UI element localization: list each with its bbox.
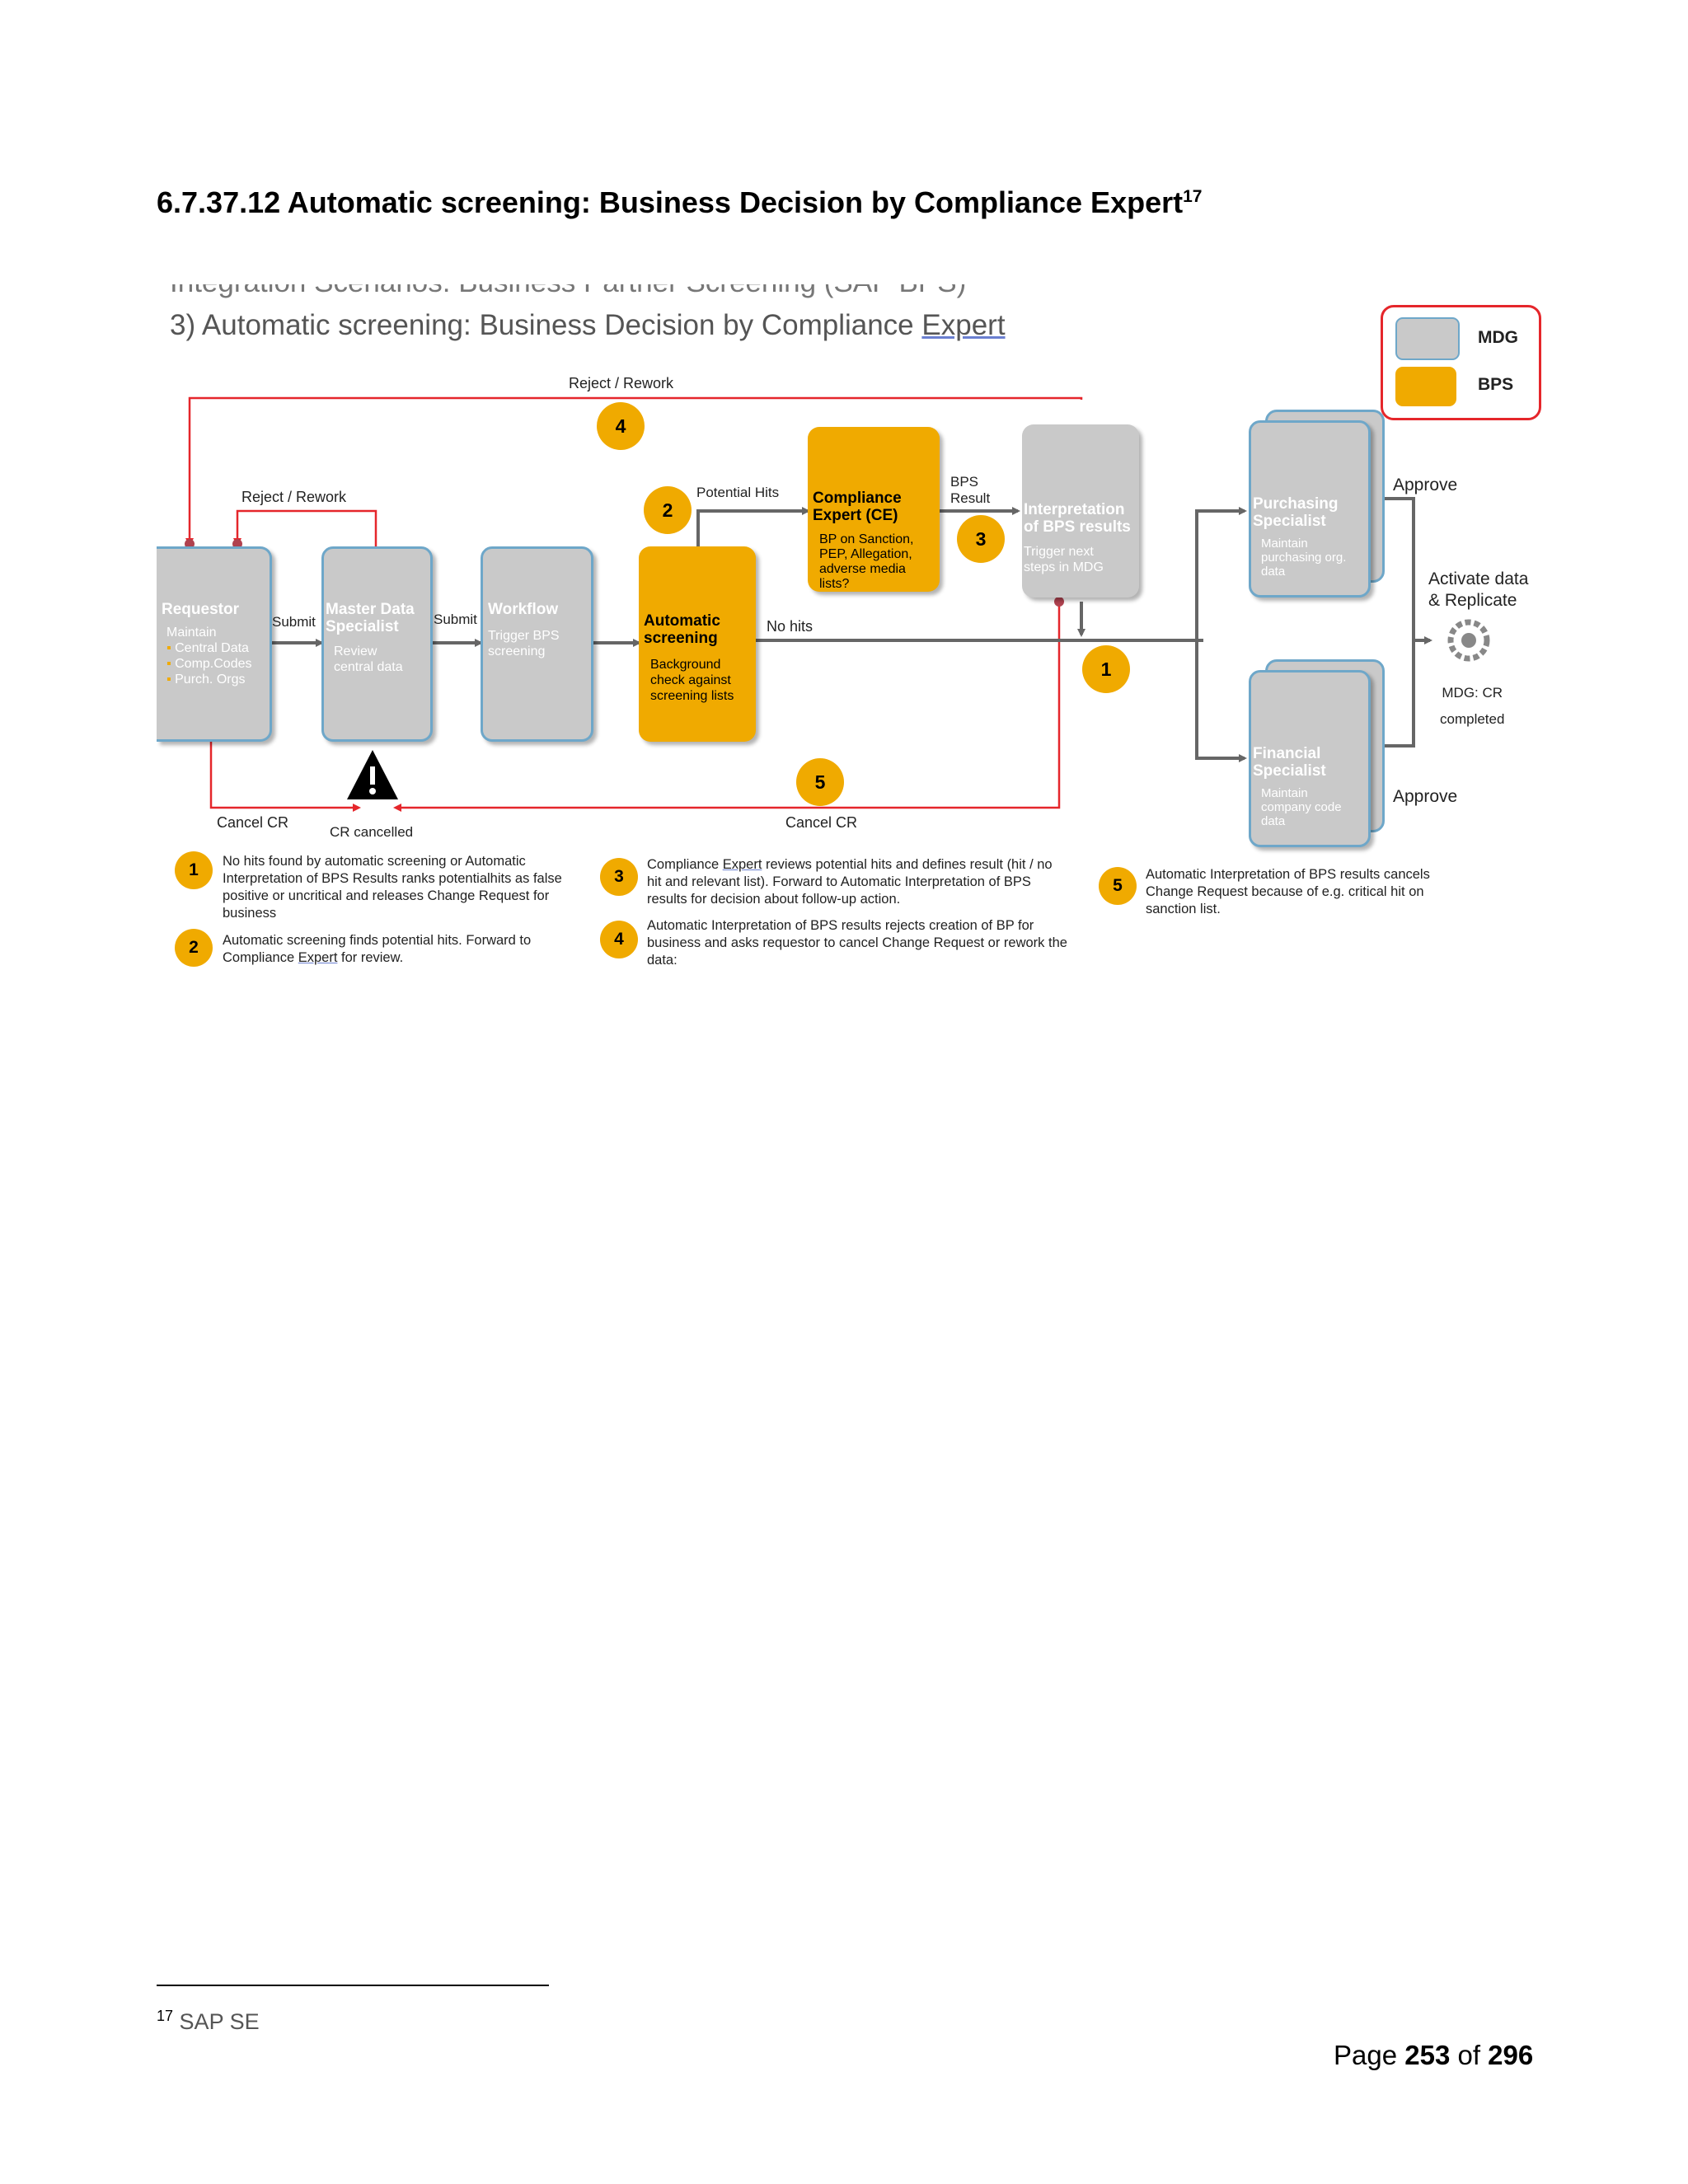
section-heading-text: 6.7.37.12 Automatic screening: Business … <box>157 185 1184 219</box>
warning-icon <box>347 750 398 799</box>
financial-text: Maintain company code data <box>1261 786 1342 828</box>
legend: MDG BPS <box>1381 305 1541 420</box>
note-badge-4: 4 <box>600 921 638 958</box>
page-total: 296 <box>1488 2040 1534 2070</box>
legend-bps-label: BPS <box>1478 375 1514 394</box>
note-badge-1: 1 <box>175 851 213 889</box>
master-data-title: Master Data Specialist <box>326 601 415 635</box>
step-badge-1: 1 <box>1082 645 1130 693</box>
auto-screening-text: Background check against screening lists <box>650 658 734 703</box>
interpretation-box: Interpretation of BPS results Trigger ne… <box>1022 424 1139 598</box>
financial-specialist-box: Financial Specialist Maintain company co… <box>1249 670 1371 847</box>
cr-cancelled-label: CR cancelled <box>330 824 414 840</box>
requestor-item: Purch. Orgs <box>175 673 246 687</box>
note-badge-3: 3 <box>600 858 638 896</box>
requestor-box: Requestor Maintain ▪ Central Data ▪ Comp… <box>157 546 272 742</box>
no-hits-label: No hits <box>767 618 814 635</box>
cancel-cr-left-label: Cancel CR <box>217 814 289 831</box>
requestor-item: Comp.Codes <box>175 657 252 671</box>
workflow-box: Workflow Trigger BPS screening <box>481 546 593 742</box>
process-diagram: Integration Scenarios: Business Partner … <box>157 284 1541 977</box>
cancel-cr-left-line <box>209 742 361 812</box>
legend-bps-swatch <box>1395 367 1456 406</box>
compliance-title: Compliance Expert (CE) <box>813 490 902 524</box>
note-2-text: Automatic screening finds potential hits… <box>223 933 532 965</box>
footnote-ref: 17 <box>1183 187 1203 206</box>
purchasing-specialist-box: Purchasing Specialist Maintain purchasin… <box>1249 420 1371 598</box>
bps-result-label: BPS Result <box>950 474 991 506</box>
purchasing-title: Purchasing Specialist <box>1253 495 1339 530</box>
interpretation-text: Trigger next steps in MDG <box>1024 545 1104 574</box>
footnote-text: SAP SE <box>179 2009 260 2034</box>
workflow-title: Workflow <box>488 601 559 618</box>
approve-bottom-label: Approve <box>1393 787 1458 806</box>
footnote-separator <box>157 1985 549 1986</box>
automatic-screening-box: Automatic screening Background check aga… <box>639 546 756 742</box>
legend-mdg-swatch <box>1395 317 1460 360</box>
reject-rework-top-label: Reject / Rework <box>569 375 674 391</box>
legend-mdg-label: MDG <box>1478 328 1518 347</box>
figure-title-expert: Expert <box>921 309 1006 341</box>
workflow-text: Trigger BPS screening <box>488 629 560 658</box>
step-badge-3: 3 <box>957 515 1005 563</box>
gear-icon-replicate <box>1447 619 1490 662</box>
step-badge-5: 5 <box>796 758 844 806</box>
reject-rework-left-label: Reject / Rework <box>241 489 347 505</box>
note-1-text: No hits found by automatic screening or … <box>223 854 562 921</box>
page-number: Page 253 of 296 <box>1334 2040 1534 2070</box>
note-badge-2: 2 <box>175 929 213 967</box>
master-data-text: Review central data <box>334 644 403 674</box>
master-data-specialist-box: Master Data Specialist Review central da… <box>321 546 433 742</box>
compliance-expert-box: Compliance Expert (CE) BP on Sanction, P… <box>808 427 940 592</box>
financial-title: Financial Specialist <box>1253 745 1326 780</box>
section-heading: 6.7.37.12 Automatic screening: Business … <box>157 185 1202 220</box>
footnote: 17 SAP SE <box>157 2008 260 2035</box>
step-badge-4: 4 <box>597 402 645 450</box>
cancel-cr-right-line <box>393 602 1061 812</box>
submit-label-2: Submit <box>434 612 477 627</box>
requestor-title: Requestor <box>162 601 239 618</box>
cropped-figure-title: Integration Scenarios: Business Partner … <box>170 284 966 299</box>
note-3-text: Compliance Expert reviews potential hits… <box>647 857 1053 907</box>
mdg-cr-completed-label: MDG: CR completed <box>1440 685 1505 727</box>
step-badge-2: 2 <box>644 486 692 534</box>
activate-replicate-label: Activate data & Replicate <box>1428 569 1529 610</box>
reject-rework-left-line <box>233 509 377 546</box>
reject-rework-top-line <box>185 396 1083 546</box>
submit-label-1: Submit <box>272 614 316 630</box>
note-4-text: Automatic Interpretation of BPS results … <box>647 918 1067 968</box>
footnote-number: 17 <box>157 2008 174 2024</box>
requestor-item: Central Data <box>175 641 249 655</box>
potential-hits-label: Potential Hits <box>696 485 780 500</box>
figure-title-prefix: 3) Automatic screening: Business Decisio… <box>170 309 922 341</box>
compliance-text: BP on Sanction, PEP, Allegation, adverse… <box>819 532 914 591</box>
purchasing-text: Maintain purchasing org. data <box>1261 537 1347 579</box>
page-current: 253 <box>1404 2040 1451 2070</box>
approve-top-label: Approve <box>1393 476 1458 494</box>
interpretation-title: Interpretation of BPS results <box>1024 501 1131 536</box>
note-5-text: Automatic Interpretation of BPS results … <box>1146 867 1430 916</box>
note-badge-5: 5 <box>1099 867 1137 905</box>
auto-screening-title: Automatic screening <box>644 612 720 647</box>
cancel-cr-right-label: Cancel CR <box>785 814 858 831</box>
requestor-text: Maintain <box>166 626 217 640</box>
figure-title: 3) Automatic screening: Business Decisio… <box>170 309 1006 342</box>
